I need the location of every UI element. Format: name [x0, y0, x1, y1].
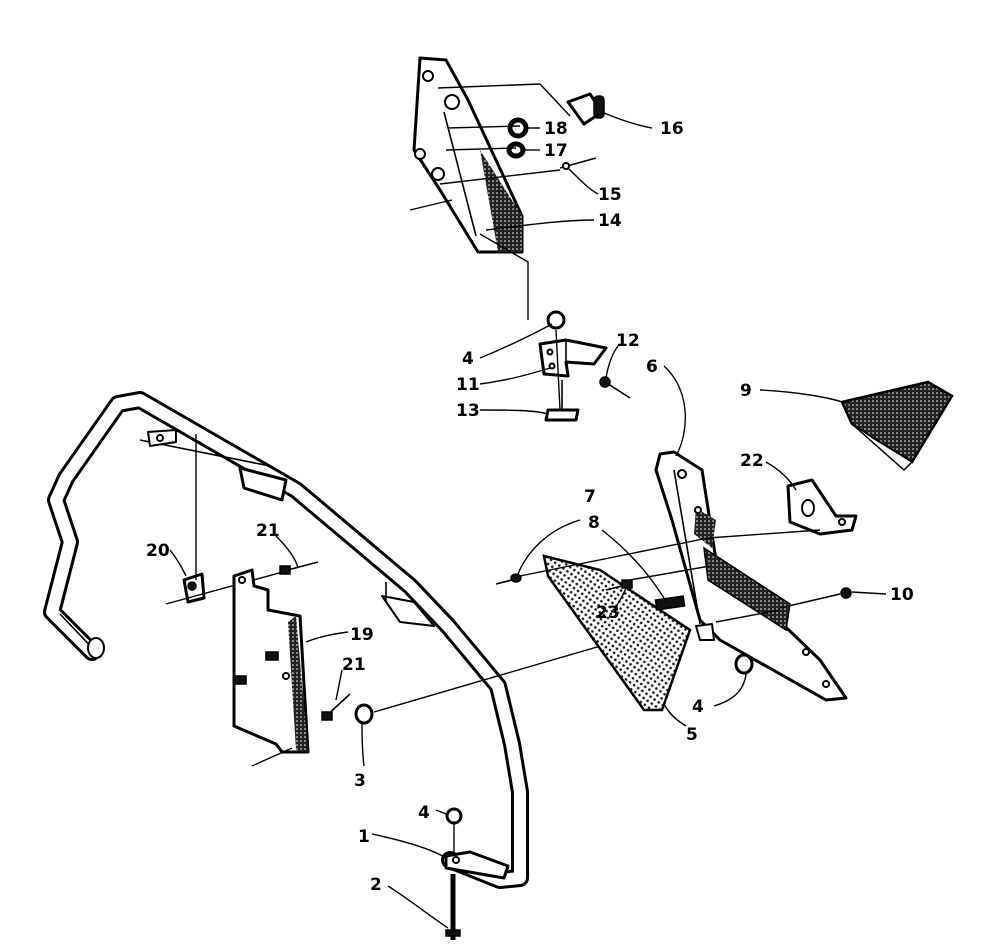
part-21-pin-lower — [321, 693, 351, 721]
callout-17: 17 — [544, 141, 568, 161]
part-9-cover-plate — [840, 380, 954, 472]
part-6-footrest-panel — [654, 450, 848, 702]
part-20-block — [165, 434, 291, 605]
callout-18: 18 — [544, 119, 568, 139]
callout-12: 12 — [616, 331, 640, 351]
callout-10: 10 — [890, 585, 914, 605]
part-13-bolt — [544, 329, 580, 422]
callout-1: 1 — [358, 827, 370, 847]
part-8-spacer — [654, 595, 686, 611]
part-12-screw — [599, 376, 631, 399]
part-17-grommet — [506, 141, 526, 159]
callout-3: 3 — [354, 771, 366, 791]
part-19-plate — [232, 568, 310, 767]
callout-23: 23 — [596, 603, 620, 623]
callout-21-lower: 21 — [342, 655, 366, 675]
part-22-bracket — [786, 478, 858, 536]
callout-5: 5 — [686, 725, 698, 745]
part-14-steering-plate — [412, 56, 524, 254]
part-4-nut-lower — [445, 807, 463, 854]
part-4-nut-right — [734, 653, 754, 675]
callout-13: 13 — [456, 401, 480, 421]
part-21-pin-upper — [279, 561, 319, 575]
callout-14: 14 — [598, 211, 622, 231]
top-assembly-axis-lines — [409, 83, 571, 320]
callout-20: 20 — [146, 541, 170, 561]
callout-15: 15 — [598, 185, 622, 205]
part-7-pin — [495, 573, 522, 585]
callout-6: 6 — [646, 357, 658, 377]
part-15-pin — [559, 157, 597, 170]
callout-19: 19 — [350, 625, 374, 645]
handlebar-clamp — [147, 429, 288, 502]
callout-4-lower: 4 — [418, 803, 430, 823]
handlebar-tab — [381, 582, 435, 627]
callout-22: 22 — [740, 451, 764, 471]
callout-8: 8 — [588, 513, 600, 533]
part-5-tread-pad — [542, 554, 692, 712]
right-assembly-axis-lines — [519, 529, 821, 623]
callout-4-top: 4 — [462, 349, 474, 369]
part-23-pin — [605, 579, 633, 591]
part-16-knob — [566, 92, 605, 126]
leader-lines — [169, 111, 887, 929]
part-1-mount — [444, 850, 510, 880]
callout-7: 7 — [584, 487, 596, 507]
part-11-bracket — [538, 338, 608, 378]
callout-4-right: 4 — [692, 697, 704, 717]
callout-11: 11 — [456, 375, 480, 395]
callout-9: 9 — [740, 381, 752, 401]
callout-2: 2 — [370, 875, 382, 895]
part-2-bolt — [445, 874, 461, 940]
part-10-screw — [779, 587, 852, 609]
callout-16: 16 — [660, 119, 684, 139]
part-18-grommet — [507, 117, 529, 139]
callout-labels: 16 18 17 15 14 4 11 13 12 6 9 22 7 8 23 … — [146, 119, 914, 895]
callout-21-upper: 21 — [256, 521, 280, 541]
